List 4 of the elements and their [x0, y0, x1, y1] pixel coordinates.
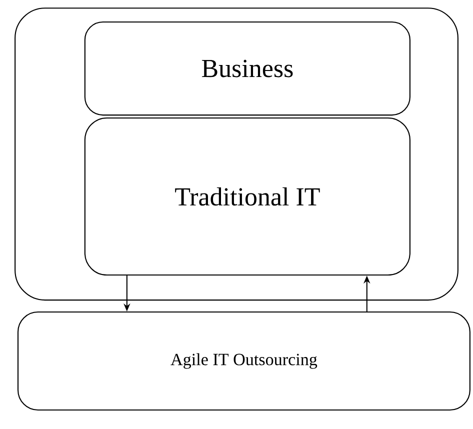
text-box: Business	[84, 21, 410, 116]
text-box: Traditional IT	[84, 117, 410, 276]
rounded-box	[14, 8, 458, 301]
text-box: Agile IT Outsourcing	[17, 311, 470, 411]
